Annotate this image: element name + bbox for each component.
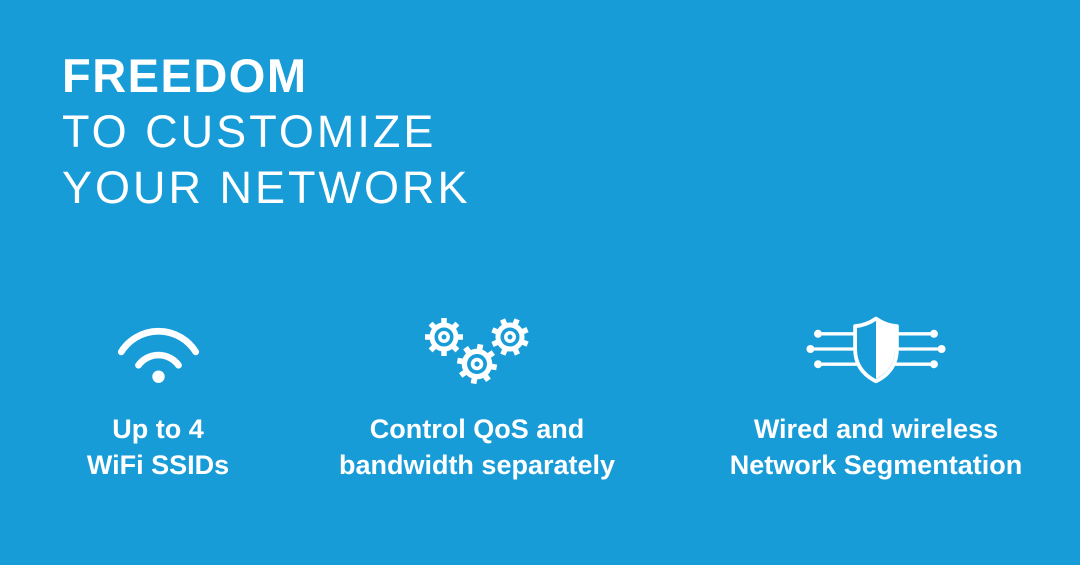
page-title: FREEDOM TO CUSTOMIZE YOUR NETWORK [62, 48, 471, 216]
caption-line: bandwidth separately [338, 450, 616, 480]
feature-segmentation: Wired and wireless Network Segmentation [676, 303, 1076, 483]
caption-line: Up to 4 [112, 414, 204, 444]
network-shield-icon [676, 303, 1076, 395]
caption-line: WiFi SSIDs [86, 450, 230, 480]
caption-line: Control QoS and [369, 414, 585, 444]
feature-caption-qos: Control QoS and bandwidth separately [287, 411, 667, 483]
caption-line: Network Segmentation [729, 450, 1023, 480]
gears-icon [287, 303, 667, 395]
feature-caption-segmentation: Wired and wireless Network Segmentation [676, 411, 1076, 483]
feature-wifi: Up to 4 WiFi SSIDs [38, 303, 278, 483]
caption-line: Wired and wireless [753, 414, 999, 444]
feature-caption-wifi: Up to 4 WiFi SSIDs [38, 411, 278, 483]
wifi-icon [38, 303, 278, 395]
feature-qos: Control QoS and bandwidth separately [287, 303, 667, 483]
title-line-1: FREEDOM [62, 49, 308, 102]
title-line-3: YOUR NETWORK [62, 162, 471, 213]
title-line-2: TO CUSTOMIZE [62, 106, 437, 157]
